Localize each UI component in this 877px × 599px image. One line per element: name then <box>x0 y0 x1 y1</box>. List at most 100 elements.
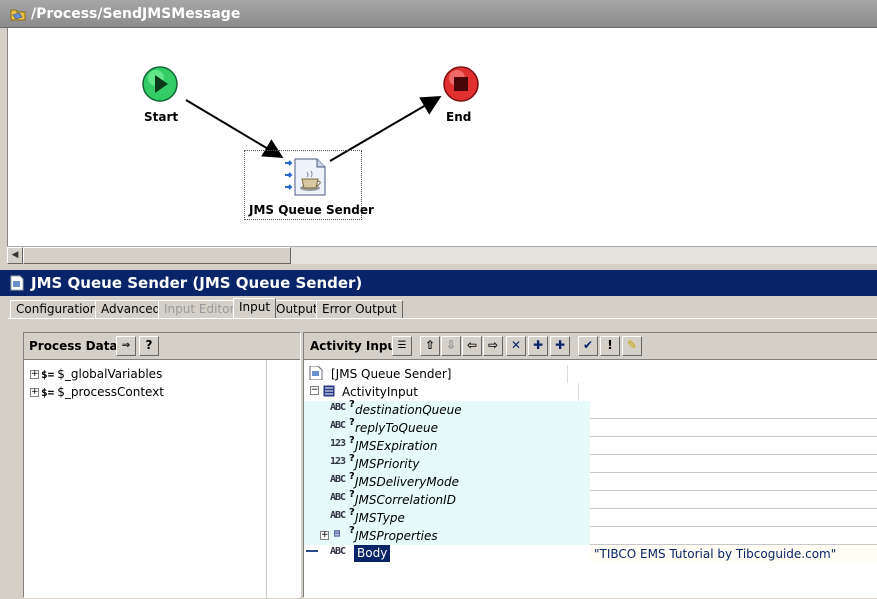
field-label: JMSExpiration <box>355 439 438 453</box>
expand-icon[interactable]: + <box>320 530 329 540</box>
help-icon[interactable]: ? <box>139 336 159 356</box>
field-value-cell[interactable] <box>590 509 877 527</box>
start-node-icon[interactable] <box>141 65 179 103</box>
process-title: /Process/SendJMSMessage <box>31 6 241 22</box>
activity-document-icon <box>10 275 24 291</box>
tab-divider <box>8 318 877 319</box>
tab-advanced[interactable]: Advanced <box>95 300 167 318</box>
field-label: JMSCorrelationID <box>355 493 456 507</box>
field-row[interactable]: ABC?JMSDeliveryMode <box>304 471 877 491</box>
tree-item-process-context[interactable]: +$=$_processContext <box>30 385 164 401</box>
string-type-icon: ABC <box>330 510 346 521</box>
start-node-label: Start <box>144 110 179 124</box>
tree-root-row[interactable]: [JMS Queue Sender] <box>304 365 877 383</box>
field-row[interactable]: ABC?replyToQueue <box>304 417 877 437</box>
field-value-cell[interactable] <box>590 473 877 491</box>
transition-start-to-sender <box>185 99 284 159</box>
scrollbar-thumb[interactable] <box>23 247 291 264</box>
field-value-cell[interactable] <box>590 455 877 473</box>
body-field-label: Body <box>354 545 391 562</box>
tree-group-label: ActivityInput <box>342 385 418 399</box>
move-right-icon[interactable]: ⇨ <box>483 336 503 356</box>
field-row[interactable]: 123?JMSExpiration <box>304 435 877 455</box>
field-label: JMSType <box>355 511 405 525</box>
tree-root-label: [JMS Queue Sender] <box>331 367 452 381</box>
string-type-icon: ABC <box>330 492 346 503</box>
field-value-cell[interactable] <box>590 527 877 545</box>
move-up-icon[interactable]: ⇧ <box>420 336 440 356</box>
activity-input-tree[interactable]: [JMS Queue Sender] − ActivityInput ABC?d… <box>304 359 877 598</box>
body-value-cell[interactable]: "TIBCO EMS Tutorial by Tibcoguide.com" <box>590 545 877 563</box>
body-row[interactable]: ABC Body "TIBCO EMS Tutorial by Tibcogui… <box>304 545 877 563</box>
insert-icon[interactable]: ✚ <box>550 336 570 356</box>
field-row[interactable]: 123?JMSPriority <box>304 453 877 473</box>
move-down-icon[interactable]: ⇩ <box>441 336 461 356</box>
tree-item-label: $_processContext <box>57 385 165 399</box>
string-type-icon: ABC <box>330 546 346 557</box>
process-diagram <box>185 95 442 162</box>
field-row[interactable]: ABC?JMSCorrelationID <box>304 489 877 509</box>
field-label: JMSPriority <box>355 457 420 471</box>
tab-configuration[interactable]: Configuration <box>10 300 104 318</box>
tab-input[interactable]: Input <box>233 298 277 318</box>
move-left-icon[interactable]: ⇦ <box>462 336 482 356</box>
field-row[interactable]: ABC?JMSType <box>304 507 877 527</box>
jms-queue-sender-activity[interactable]: JMS Queue Sender <box>244 150 374 220</box>
map-data-icon[interactable]: ⇒ <box>116 336 136 356</box>
activity-input-header: Activity Input: ☰ ⇧ ⇩ ⇦ ⇨ ✕ ✚ ✚ ✔ ! ✎ <box>304 333 877 359</box>
field-label: replyToQueue <box>355 421 438 435</box>
tree-item-global-variables[interactable]: +$=$_globalVariables <box>30 367 162 383</box>
expand-icon[interactable]: + <box>30 369 39 379</box>
jms-sender-icon <box>285 158 326 196</box>
field-row[interactable]: ABC?destinationQueue <box>304 399 877 419</box>
string-type-icon: ABC <box>330 420 346 431</box>
delete-icon[interactable]: ✕ <box>506 336 526 356</box>
process-folder-icon <box>10 9 26 21</box>
variable-icon: $= <box>41 386 55 399</box>
column-divider <box>266 360 267 599</box>
canvas-horizontal-scrollbar[interactable]: ◀ <box>7 246 877 264</box>
collapse-icon[interactable]: − <box>310 385 319 395</box>
validate-check-icon[interactable]: ✔ <box>578 336 598 356</box>
process-data-pane: Process Data: ⇒ ? +$=$_globalVariables +… <box>23 332 301 599</box>
tree-group-row[interactable]: − ActivityInput <box>304 383 877 401</box>
process-data-label: Process Data: <box>29 339 123 353</box>
end-node-icon[interactable] <box>442 65 480 103</box>
scroll-left-icon[interactable]: ◀ <box>7 247 23 264</box>
field-value-cell[interactable] <box>590 401 877 419</box>
process-data-header: Process Data: ⇒ ? <box>24 333 300 359</box>
process-data-tree[interactable]: +$=$_globalVariables +$=$_processContext <box>24 359 300 599</box>
field-label: JMSDeliveryMode <box>355 475 460 489</box>
add-child-icon[interactable]: ✚ <box>528 336 548 356</box>
mapped-indicator-icon <box>306 550 318 552</box>
process-canvas[interactable]: Start End JMS Queue Sender <box>7 28 877 246</box>
field-row[interactable]: + ▤? JMSProperties <box>304 525 877 545</box>
activity-config-title-bar: JMS Queue Sender (JMS Queue Sender) <box>0 270 877 296</box>
activity-input-label: Activity Input: <box>310 339 407 353</box>
activity-label: JMS Queue Sender <box>249 203 374 217</box>
number-type-icon: 123 <box>330 438 346 449</box>
tree-item-label: $_globalVariables <box>57 367 163 381</box>
string-type-icon: ABC <box>330 474 346 485</box>
number-type-icon: 123 <box>330 456 346 467</box>
tab-error-output[interactable]: Error Output <box>316 300 403 318</box>
xpath-formula-icon[interactable]: ☰ <box>392 336 412 356</box>
body-value: "TIBCO EMS Tutorial by Tibcoguide.com" <box>594 547 837 561</box>
tab-output[interactable]: Output <box>270 300 324 318</box>
string-type-icon: ABC <box>330 402 346 413</box>
end-node-label: End <box>446 110 472 124</box>
process-title-bar: /Process/SendJMSMessage <box>0 0 877 28</box>
activity-input-pane: Activity Input: ☰ ⇧ ⇩ ⇦ ⇨ ✕ ✚ ✚ ✔ ! ✎ [J… <box>303 332 877 598</box>
field-label: destinationQueue <box>355 403 462 417</box>
group-type-icon: ▤ <box>334 528 340 539</box>
field-value-cell[interactable] <box>590 437 877 455</box>
field-value-cell[interactable] <box>590 491 877 509</box>
variable-icon: $= <box>41 368 55 381</box>
edit-pencil-icon[interactable]: ✎ <box>622 336 642 356</box>
warning-icon[interactable]: ! <box>600 336 620 356</box>
group-icon <box>323 385 335 397</box>
tab-input-editor: Input Editor <box>158 300 241 318</box>
expand-icon[interactable]: + <box>30 387 39 397</box>
activity-document-icon <box>309 366 323 380</box>
field-value-cell[interactable] <box>590 419 877 437</box>
